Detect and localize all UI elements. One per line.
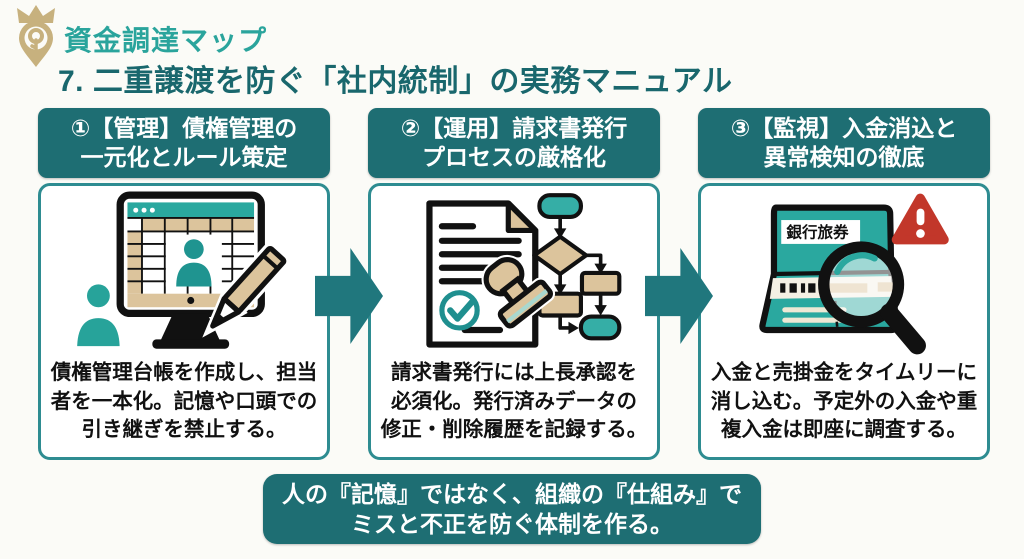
flowchart (532, 193, 622, 341)
passbook-magnifier-alert-icon: 銀行旅券 (724, 186, 964, 359)
crown-pin-logo (10, 1, 62, 69)
page-title: 7. 二重譲渡を防ぐ「社内統制」の実務マニュアル (58, 65, 733, 98)
step-1-management: ①【管理】債権管理の 一元化とルール策定 (38, 108, 330, 460)
stamp-icon (481, 255, 556, 332)
step-3-monitoring: ③【監視】入金消込と 異常検知の徹底 銀行旅券 (698, 108, 990, 460)
step-2-description: 請求書発行には上長承認を 必須化。発行済みデータの 修正・削除履歴を記録する。 (380, 360, 648, 442)
step-1-card: 債権管理台帳を作成し、担当 者を一本化。記憶や口頭での 引き継ぎを禁止する。 (38, 183, 330, 460)
step-1-description: 債権管理台帳を作成し、担当 者を一本化。記憶や口頭での 引き継ぎを禁止する。 (50, 360, 318, 442)
warning-icon (891, 194, 949, 245)
step-3-description: 入金と売掛金をタイムリーに 消し込む。予定外の入金や重 複入金は即座に調査する。 (710, 360, 978, 442)
pencil-icon (202, 243, 290, 339)
steps-row: ①【管理】債権管理の 一元化とルール策定 (38, 108, 990, 460)
step-2-operation: ②【運用】請求書発行 プロセスの厳格化 (368, 108, 660, 460)
step-2-header: ②【運用】請求書発行 プロセスの厳格化 (368, 108, 660, 178)
step-1-header: ①【管理】債権管理の 一元化とルール策定 (38, 108, 330, 178)
step-3-card: 銀行旅券 (698, 183, 990, 460)
brand-name: 資金調達マップ (64, 25, 268, 56)
checkmark-icon (439, 290, 480, 332)
step-3-header: ③【監視】入金消込と 異常検知の徹底 (698, 108, 990, 178)
passbook-label: 銀行旅券 (786, 223, 849, 242)
magnifier-icon (818, 241, 926, 355)
conclusion-banner: 人の『記憶』ではなく、組織の『仕組み』で ミスと不正を防ぐ体制を作る。 (263, 474, 761, 544)
step-2-card: 請求書発行には上長承認を 必須化。発行済みデータの 修正・削除履歴を記録する。 (368, 183, 660, 460)
approval-document-stamp-icon (394, 186, 634, 359)
spreadsheet-monitor-icon (64, 186, 304, 359)
person-icon (71, 279, 125, 352)
crown-icon (17, 5, 55, 23)
